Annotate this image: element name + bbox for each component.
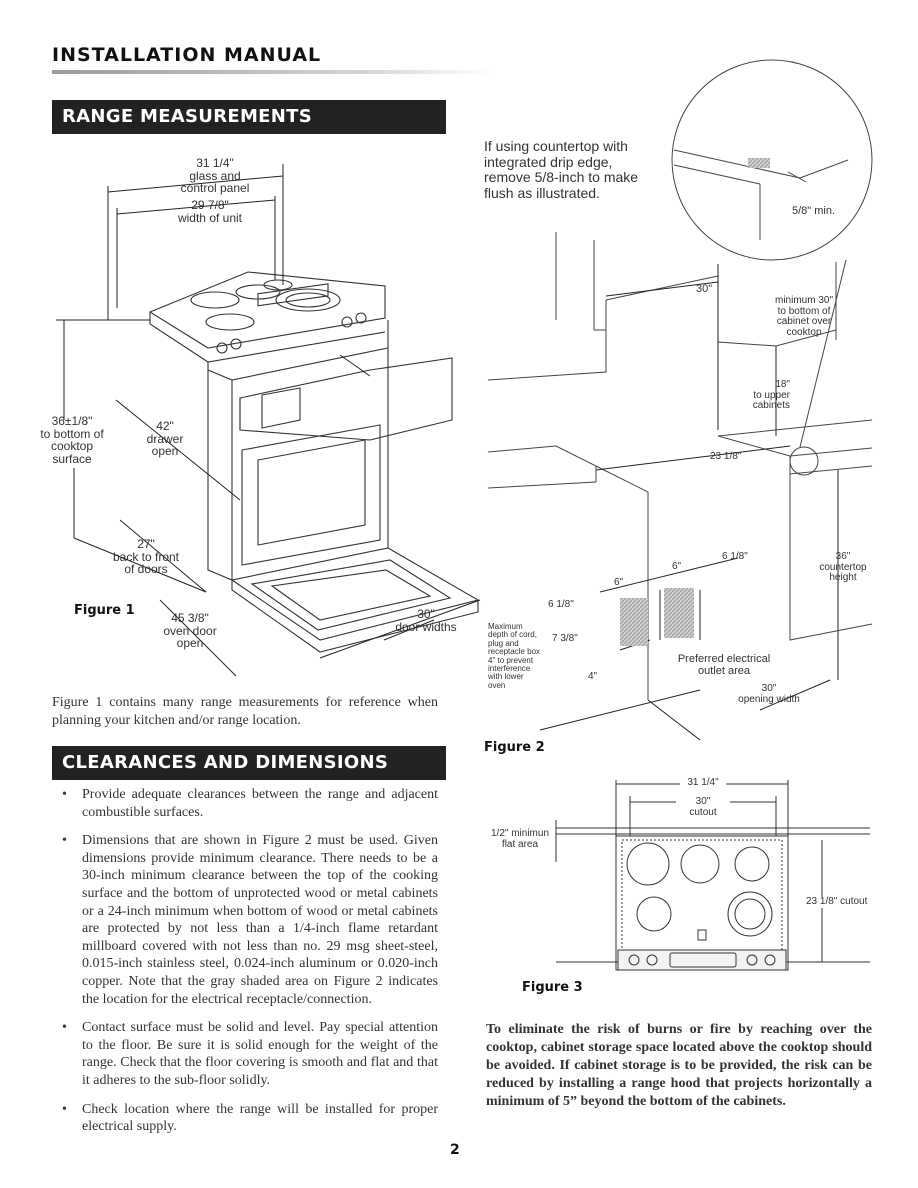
fig2-max-text-6: interference (488, 663, 531, 673)
section-banner-range-measurements: RANGE MEASUREMENTS (52, 100, 446, 134)
clearance-bullet-1: Provide adequate clearances between the … (52, 786, 438, 821)
fig2-18-value: 18" (775, 379, 790, 390)
fig2-opening-value: 30" (761, 683, 777, 694)
fig1-door-text: door widths (395, 619, 457, 634)
fig2-max-text-8: oven (488, 680, 506, 690)
fig2-label-countertop-height: 36" countertop height (812, 551, 874, 584)
fig1-drawer-open-text: open (151, 444, 179, 459)
fig2-min30-text-1: to bottom of (777, 305, 831, 317)
fig2-min30-value: minimum 30" (774, 295, 833, 306)
fig1-doors-text: of doors (124, 562, 168, 577)
fig1-label-drawer: 42" drawer open (140, 420, 190, 458)
fig2-note-line-3: remove 5/8-inch to make (484, 169, 639, 185)
clearances-list: Provide adequate clearances between the … (52, 786, 438, 1136)
fig2-max-text-3: plug and (488, 638, 519, 648)
fig1-glass-text: glass and (189, 168, 241, 183)
fig3-cutout-value: 30" (695, 796, 711, 807)
fig2-label-4: 4" (588, 671, 598, 682)
fig3-label-31-14: 31 1/4" (680, 777, 726, 789)
fig2-max-text-1: Maximum (488, 622, 523, 631)
fig1-label-oven-door: 45 3/8" oven door open (155, 612, 225, 650)
fig1-label-glass-panel: 31 1/4" glass and control panel (180, 157, 250, 195)
fig2-countertop-value: 36" (835, 551, 851, 562)
fig1-oven-text: oven door (163, 623, 217, 638)
fig1-back-text: back to front (112, 549, 180, 564)
fig2-preferred-text-2: outlet area (698, 664, 750, 677)
fig1-label-door-widths: 30" door widths (393, 608, 459, 633)
fig2-label-23-18: 23 1/8" (710, 451, 742, 462)
fig2-label-6-18-b: 6 1/8" (548, 599, 574, 610)
fig1-label-unit-width: 29 7/8" width of unit (170, 199, 250, 224)
fig3-label-depth-cutout: 23 1/8" cutout (806, 896, 868, 908)
fig2-label-max-depth: Maximum depth of cord, plug and receptac… (488, 622, 541, 690)
fig2-18-text-1: to upper (753, 389, 790, 401)
fig2-label-min30: minimum 30" to bottom of cabinet over co… (772, 295, 836, 338)
fig2-min30-text-3: cooktop (786, 326, 822, 338)
fig2-label-preferred-outlet: Preferred electrical outlet area (676, 653, 772, 677)
fig2-label-30: 30" (696, 283, 713, 295)
fig3-flat-text: flat area (501, 838, 539, 850)
fig2-label-opening-width: 30" opening width (736, 683, 802, 705)
title-rule (52, 70, 492, 74)
fig1-oven-value: 45 3/8" (171, 611, 209, 625)
fig1-drawer-text: drawer (146, 431, 184, 446)
clearance-bullet-2: Dimensions that are shown in Figure 2 mu… (52, 832, 438, 1008)
fig1-height-text-2: cooktop (50, 439, 94, 454)
figure-2-caption: Figure 2 (484, 740, 545, 755)
fig2-drip-edge-note: If using countertop with integrated drip… (484, 138, 639, 201)
fig2-max-text-7: with lower (488, 672, 524, 682)
fig2-label-min-58: 5/8" min. (792, 205, 836, 217)
clearance-bullet-3: Contact surface must be solid and level.… (52, 1019, 438, 1089)
fig2-countertop-text: countertop (819, 561, 867, 573)
fig2-label-7-38: 7 3/8" (552, 633, 578, 644)
fig2-18-text-2: cabinets (752, 400, 790, 411)
fig2-max-text-4: receptacle box (488, 647, 541, 657)
fig1-label-height: 36±1/8" to bottom of cooktop surface (34, 415, 110, 465)
page-number: 2 (450, 1142, 460, 1158)
fig2-note-line-1: If using countertop with (484, 138, 628, 154)
fig2-note-line-4: flush as illustrated. (484, 184, 600, 201)
fig2-opening-text: opening width (738, 693, 800, 705)
fig3-cutout-text: cutout (689, 806, 717, 818)
fig1-height-text-1: to bottom of (40, 426, 104, 441)
fig2-label-6-18-a: 6 1/8" (722, 551, 748, 562)
section1-intro-paragraph: Figure 1 contains many range measurement… (52, 695, 438, 728)
fig2-max-text-5: 4" to prevent (488, 655, 534, 665)
fig1-unit-width-text: width of unit (177, 210, 243, 225)
clearance-bullet-4: Check location where the range will be i… (52, 1101, 438, 1136)
fig1-height-value: 36±1/8" (51, 414, 93, 428)
fig1-height-text-3: surface (52, 451, 92, 466)
fig3-flat-value: 1/2" minimun (490, 828, 550, 839)
fig2-label-18: 18" to upper cabinets (748, 379, 790, 412)
fig1-label-back-to-front: 27" back to front of doors (108, 538, 184, 576)
fig3-label-cutout-width: 30" cutout (676, 796, 730, 818)
figure-1-caption: Figure 1 (74, 603, 135, 618)
fig1-drawer-value: 42" (156, 419, 174, 433)
fig2-height-text: height (829, 572, 857, 583)
section-banner-clearances: CLEARANCES AND DIMENSIONS (52, 746, 446, 780)
fig1-control-panel-text: control panel (180, 181, 250, 196)
clearances-list-container: Provide adequate clearances between the … (52, 786, 438, 1147)
fig2-max-text-2: depth of cord, (488, 630, 537, 640)
fig2-min30-text-2: cabinet over (776, 316, 832, 327)
safety-warning: To eliminate the risk of burns or fire b… (486, 1022, 872, 1109)
fig2-label-6-b: 6" (614, 577, 624, 588)
fig1-door-value: 30" (417, 607, 435, 621)
figure-3-caption: Figure 3 (522, 980, 583, 995)
fig1-back-value: 27" (137, 537, 155, 551)
fig3-label-flat-area: 1/2" minimun flat area (487, 828, 553, 850)
fig2-preferred-text-1: Preferred electrical (677, 653, 771, 665)
page-title: INSTALLATION MANUAL (52, 44, 322, 66)
fig1-oven-open-text: open (176, 636, 204, 651)
fig2-note-line-2: integrated drip edge, (484, 153, 613, 170)
fig1-unit-width-value: 29 7/8" (191, 198, 229, 212)
fig2-label-6-a: 6" (672, 561, 682, 572)
fig1-glass-width: 31 1/4" (196, 156, 234, 170)
